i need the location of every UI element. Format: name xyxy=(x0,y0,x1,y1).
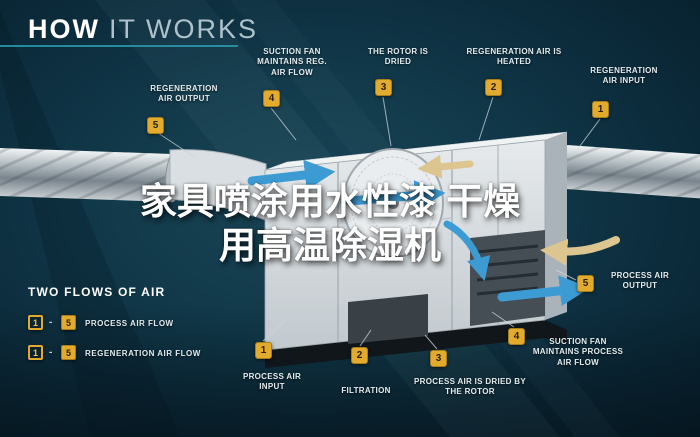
leader-line xyxy=(359,329,372,347)
leader-line xyxy=(270,107,297,141)
step-badge-process-5: 5 xyxy=(577,275,594,292)
step-badge-regen-1: 1 xyxy=(592,101,609,118)
callout-label-process-air-input: PROCESS AIR INPUT xyxy=(242,372,302,392)
machine-base xyxy=(265,320,567,368)
legend-dash: - xyxy=(49,317,53,328)
step-badge-process-2: 2 xyxy=(351,347,368,364)
step-badge-regen-5: 5 xyxy=(147,117,164,134)
legend-badge-process-to: 5 xyxy=(61,315,76,330)
leader-line xyxy=(555,269,577,281)
step-badge-process-4: 4 xyxy=(508,328,525,345)
callout-label-suction-fan-reg: SUCTION FAN MAINTAINS REG. AIR FLOW xyxy=(257,47,327,77)
process-air-arrow xyxy=(247,159,336,191)
legend-label-regeneration-air-flow: REGENERATION AIR FLOW xyxy=(85,349,201,358)
page-title-how: HOW xyxy=(28,14,100,44)
regen-air-arrow xyxy=(540,236,620,266)
legend-badge-process-from: 1 xyxy=(28,315,43,330)
left-duct xyxy=(0,147,181,203)
page-title-it-works: IT WORKS xyxy=(108,14,258,44)
step-badge-regen-4: 4 xyxy=(263,90,280,107)
leader-line xyxy=(576,118,601,151)
title-underline xyxy=(0,45,238,47)
chinese-headline-line2: 用高温除湿机 xyxy=(219,224,441,266)
leader-line xyxy=(382,96,392,147)
process-air-arrow xyxy=(443,220,491,282)
chinese-headline-line1: 家具喷涂用水性漆 干燥 xyxy=(139,181,521,222)
callout-label-suction-fan-process: SUCTION FAN MAINTAINS PROCESS AIR FLOW xyxy=(532,337,624,367)
lower-recess xyxy=(348,294,428,344)
leader-line xyxy=(478,96,494,141)
right-duct xyxy=(546,143,700,199)
regen-air-arrow xyxy=(417,154,474,179)
page-title: HOW IT WORKS xyxy=(28,14,258,45)
leader-line xyxy=(491,311,515,328)
leader-line xyxy=(157,132,197,159)
step-badge-process-1: 1 xyxy=(255,342,272,359)
legend-heading: TWO FLOWS OF AIR xyxy=(28,285,166,299)
legend-dash: - xyxy=(49,347,53,358)
callout-label-process-air-dried: PROCESS AIR IS DRIED BY THE ROTOR xyxy=(414,377,526,397)
callout-label-regeneration-air-output: REGENERATION AIR OUTPUT xyxy=(150,84,218,104)
process-air-arrow xyxy=(345,180,446,211)
step-badge-regen-3: 3 xyxy=(375,79,392,96)
step-badge-process-3: 3 xyxy=(430,350,447,367)
callout-label-regeneration-air-heated: REGENERATION AIR IS HEATED xyxy=(466,47,562,67)
process-air-arrow xyxy=(497,275,591,307)
leader-lines xyxy=(157,96,601,350)
callout-label-rotor-is-dried: THE ROTOR IS DRIED xyxy=(367,47,429,67)
vent-panel xyxy=(470,230,545,326)
step-badge-regen-2: 2 xyxy=(485,79,502,96)
callout-label-process-air-output: PROCESS AIR OUTPUT xyxy=(610,271,670,291)
legend-badge-regen-to: 5 xyxy=(61,345,76,360)
callout-label-regeneration-air-input: REGENERATION AIR INPUT xyxy=(590,66,658,86)
legend-label-process-air-flow: PROCESS AIR FLOW xyxy=(85,319,174,328)
chinese-headline: 家具喷涂用水性漆 干燥 用高温除湿机 xyxy=(100,180,560,267)
callout-label-filtration: FILTRATION xyxy=(341,386,391,395)
airflow-arrows xyxy=(247,154,620,307)
legend-badge-regen-from: 1 xyxy=(28,345,43,360)
leader-line xyxy=(424,334,438,350)
leader-line xyxy=(262,319,287,342)
